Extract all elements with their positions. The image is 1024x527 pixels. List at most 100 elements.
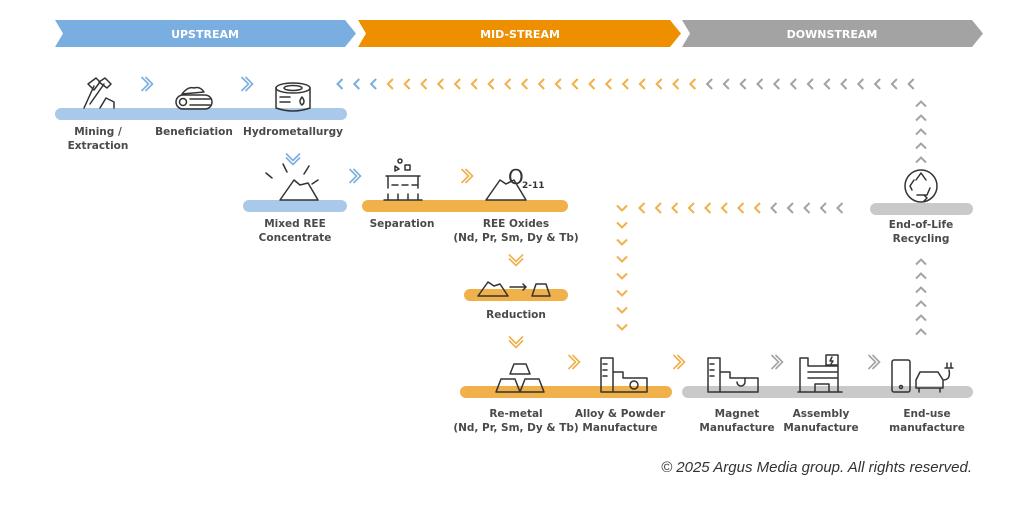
reduction-icon	[477, 281, 551, 297]
chevron-down-icon	[616, 255, 628, 263]
chevron-right-icon	[672, 354, 686, 370]
chevron-left-icon	[789, 78, 797, 90]
chevron-left-icon	[336, 78, 344, 90]
copyright-notice: © 2025 Argus Media group. All rights res…	[661, 459, 972, 476]
chevron-left-icon	[470, 78, 478, 90]
chevron-left-icon	[436, 78, 445, 90]
chevron-left-icon	[856, 78, 865, 90]
recycling-bar	[870, 203, 973, 215]
chevron-left-icon	[621, 78, 629, 90]
chevron-left-icon	[554, 78, 562, 90]
label-beneficiation: Beneficiation	[155, 126, 233, 138]
label-end-use: End-use	[903, 408, 950, 420]
oxide-formula: O	[508, 165, 524, 189]
chevron-left-icon	[672, 78, 680, 90]
chevron-right-icon	[567, 354, 581, 370]
chevron-right-icon	[240, 76, 254, 92]
chevron-down-icon	[508, 335, 524, 349]
upstream-bar-row1	[55, 108, 347, 120]
chevron-left-icon	[819, 202, 827, 214]
chevron-left-icon	[638, 202, 646, 214]
chevron-right-icon	[348, 168, 362, 184]
chevron-up-icon	[915, 142, 927, 150]
oxide-formula-subscript: 2-11	[522, 181, 545, 191]
upstream-bar-row2	[243, 200, 347, 212]
label-mixed-ree: Mixed REE	[264, 218, 326, 230]
chevron-up-icon	[915, 128, 927, 136]
reduction-bar	[464, 289, 568, 301]
chevron-left-icon	[907, 78, 915, 90]
chevron-left-icon	[655, 78, 663, 90]
chevron-left-icon	[352, 78, 361, 90]
chevron-up-icon	[915, 100, 927, 108]
pickaxe-hammer-icon	[83, 77, 115, 109]
ore-pile-arrows-icon	[265, 163, 319, 201]
chevron-left-icon	[772, 78, 781, 90]
chevron-left-icon	[403, 78, 411, 90]
chevron-down-icon	[616, 272, 628, 280]
label-magnet-2: Manufacture	[699, 422, 774, 434]
chevron-left-icon	[720, 202, 728, 214]
chevron-left-icon	[806, 78, 814, 90]
label-ree-oxides-2: (Nd, Pr, Sm, Dy & Tb)	[453, 232, 578, 244]
banner-downstream-label: DOWNSTREAM	[787, 28, 878, 41]
chevron-left-icon	[836, 202, 844, 214]
tank-droplet-icon	[275, 82, 311, 112]
chevron-right-icon	[867, 354, 881, 370]
magnet-factory-icon	[707, 357, 759, 393]
label-magnet: Magnet	[715, 408, 760, 420]
chevron-left-icon	[890, 78, 898, 90]
chevron-up-icon	[915, 114, 927, 122]
banner-upstream: UPSTREAM	[55, 20, 356, 47]
chevron-up-icon	[915, 156, 927, 164]
alloy-factory-icon	[600, 357, 648, 393]
chevron-left-icon	[840, 78, 848, 90]
label-assembly: Assembly	[793, 408, 850, 420]
label-end-use-2: manufacture	[889, 422, 965, 434]
banner-downstream: DOWNSTREAM	[682, 20, 983, 47]
oxide-pile-icon: O 2-11	[485, 165, 545, 201]
chevron-left-icon	[753, 202, 761, 214]
banner-midstream: MID-STREAM	[358, 20, 681, 47]
label-recycling: End-of-Life	[889, 219, 953, 231]
label-ree-oxides: REE Oxides	[483, 218, 549, 230]
chevron-left-icon	[671, 202, 679, 214]
chevron-left-icon	[687, 202, 695, 214]
chevron-left-icon	[873, 78, 881, 90]
chevron-up-icon	[915, 286, 927, 294]
chevron-left-icon	[770, 202, 778, 214]
chevron-left-icon	[737, 202, 745, 214]
chevron-up-icon	[915, 272, 927, 280]
label-recycling-2: Recycling	[893, 233, 950, 245]
conveyor-belt-icon	[175, 86, 213, 110]
chevron-left-icon	[520, 78, 529, 90]
chevron-up-icon	[915, 314, 927, 322]
chevron-left-icon	[739, 78, 747, 90]
label-mining-2: Extraction	[68, 140, 129, 152]
label-alloy: Alloy & Powder	[575, 408, 666, 420]
chevron-down-icon	[616, 221, 628, 229]
chevron-left-icon	[756, 78, 764, 90]
chevron-left-icon	[604, 78, 613, 90]
chevron-left-icon	[705, 78, 713, 90]
chevron-down-icon	[616, 306, 628, 314]
chevron-up-icon	[915, 328, 927, 336]
chevron-left-icon	[688, 78, 697, 90]
chevron-left-icon	[571, 78, 579, 90]
chevron-left-icon	[487, 78, 495, 90]
chevron-left-icon	[420, 78, 428, 90]
chevron-left-icon	[638, 78, 646, 90]
label-mixed-ree-2: Concentrate	[259, 232, 332, 244]
chevron-left-icon	[537, 78, 545, 90]
chevron-left-icon	[453, 78, 461, 90]
chevron-left-icon	[504, 78, 512, 90]
chevron-left-icon	[704, 202, 712, 214]
chevron-left-icon	[369, 78, 377, 90]
label-re-metal: Re-metal	[489, 408, 542, 420]
label-hydrometallurgy: Hydrometallurgy	[243, 126, 343, 138]
chevron-down-icon	[616, 289, 628, 297]
midstream-bar-row2	[362, 200, 568, 212]
banner-midstream-label: MID-STREAM	[480, 28, 560, 41]
chevron-left-icon	[654, 202, 662, 214]
chevron-left-icon	[588, 78, 596, 90]
